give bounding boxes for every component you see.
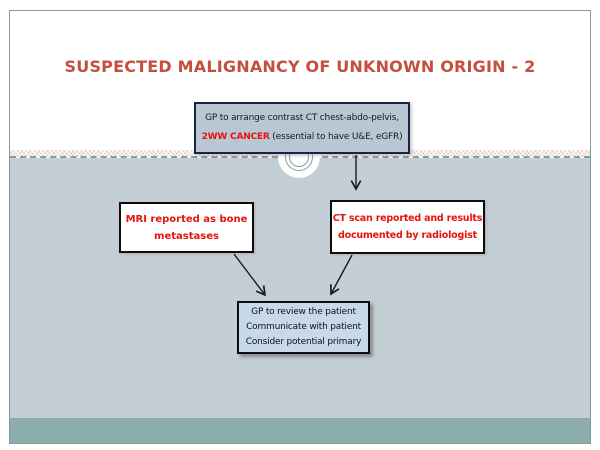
gp-review-line3: Consider potential primary	[245, 337, 362, 347]
ct-order-line2: 2WW CANCER (essential to have U&E, eGFR)	[202, 128, 403, 147]
flowchart-box-ct-order: GP to arrange contrast CT chest-abdo-pel…	[194, 102, 410, 154]
ct-result-line1: CT scan reported and results	[332, 213, 483, 224]
mri-result-line1: MRI reported as bone	[125, 213, 248, 225]
flowchart-box-gp-review: GP to review the patient Communicate wit…	[237, 301, 370, 354]
ct-result-line2: documented by radiologist	[338, 230, 477, 241]
slide-footer-band	[10, 418, 590, 443]
flowchart-box-mri-result: MRI reported as bone metastases	[119, 202, 254, 253]
gp-review-line1: GP to review the patient	[251, 307, 356, 317]
gp-review-line2: Communicate with patient	[246, 322, 361, 332]
slide-lower-background	[10, 158, 590, 418]
slide-title: SUSPECTED MALIGNANCY OF UNKNOWN ORIGIN -…	[64, 57, 536, 76]
flowchart-box-ct-result: CT scan reported and results documented …	[330, 200, 485, 254]
ct-order-line1: GP to arrange contrast CT chest-abdo-pel…	[205, 113, 399, 123]
mri-result-line2: metastases	[154, 230, 219, 242]
two-week-wait-highlight: 2WW CANCER	[201, 132, 270, 142]
ct-order-line2-rest: (essential to have U&E, eGFR)	[269, 132, 403, 142]
